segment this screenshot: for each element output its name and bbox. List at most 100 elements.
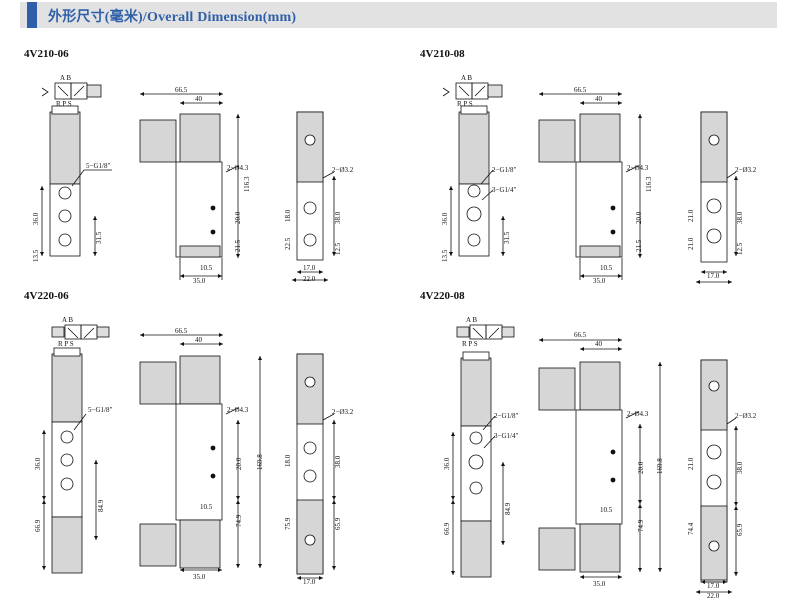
valve-symbol: A B R P S — [442, 74, 503, 108]
hole-label-4-3: 2−Ø4.3 — [227, 406, 249, 414]
port-label-ab: A B — [60, 74, 71, 82]
side-view — [139, 333, 262, 572]
dim-35: 35.0 — [193, 573, 206, 581]
end-dim-38: 38.0 — [736, 211, 744, 224]
front-view — [451, 351, 505, 578]
section-header: 外形尺寸(毫米)/Overall Dimension(mm) — [20, 2, 777, 28]
dim-66-5: 66.5 — [574, 331, 587, 339]
dim-169-8: 169.8 — [256, 454, 264, 470]
end-dim-22-5: 22.5 — [284, 237, 292, 250]
dim-36: 36.0 — [443, 457, 451, 470]
hole-label-4-3: 2−Ø4.3 — [627, 410, 649, 418]
dim-66-5: 66.5 — [175, 86, 188, 94]
port-label-rps: R P S — [58, 340, 74, 348]
side-view — [538, 338, 662, 579]
port-thread-label: 2−G1/8″ — [494, 412, 518, 420]
model-label-4v220-06: 4V220-06 — [24, 290, 69, 302]
port-thread-label-2: 3−G1/4″ — [494, 432, 518, 440]
dim-116-3: 116.3 — [243, 176, 251, 192]
end-view — [296, 353, 336, 580]
port-thread-label-2: 3−G1/4″ — [492, 186, 516, 194]
end-dim-65-9: 65.9 — [334, 517, 342, 530]
valve-symbol: A B R P S — [41, 74, 102, 108]
end-dim-17: 17.0 — [707, 272, 720, 280]
front-view — [449, 105, 505, 257]
dim-13-5: 13.5 — [32, 249, 40, 262]
port-thread-label: 5−G1/8″ — [86, 162, 110, 170]
end-dim-12-5: 12.5 — [736, 242, 744, 255]
port-label-rps: R P S — [457, 100, 473, 108]
dim-40: 40 — [595, 340, 603, 348]
end-dim-75-9: 75.9 — [284, 517, 292, 530]
dim-66-9: 66.9 — [443, 522, 451, 535]
port-label-ab: A B — [461, 74, 472, 82]
end-dim-12-5: 12.5 — [334, 242, 342, 255]
end-view — [696, 359, 738, 594]
end-dim-65-9: 65.9 — [736, 523, 744, 536]
dim-13-5: 13.5 — [441, 249, 449, 262]
dim-35: 35.0 — [193, 277, 206, 285]
port-label-ab: A B — [466, 316, 477, 324]
dim-36: 36.0 — [441, 212, 449, 225]
dim-40: 40 — [195, 95, 203, 103]
dim-84-9: 84.9 — [97, 499, 105, 512]
port-label-rps: R P S — [462, 340, 478, 348]
end-dim-38: 38.0 — [334, 211, 342, 224]
valve-symbol: A B R P S — [456, 316, 515, 348]
end-dim-74-4: 74.4 — [687, 522, 695, 535]
end-dim-22: 22.0 — [303, 275, 316, 283]
end-dim-38: 38.0 — [334, 455, 342, 468]
dim-21-5: 21.5 — [635, 239, 643, 252]
dim-10-5: 10.5 — [600, 506, 613, 514]
end-dim-21: 21.0 — [687, 209, 695, 222]
end-dim-18: 18.0 — [284, 209, 292, 222]
hole-label-3-2: 2−Ø3.2 — [735, 412, 757, 420]
dim-31-5: 31.5 — [503, 231, 511, 244]
end-dim-18: 18.0 — [284, 454, 292, 467]
dim-84-9: 84.9 — [504, 502, 512, 515]
model-label-4v220-08: 4V220-08 — [420, 290, 465, 302]
dim-40: 40 — [195, 336, 203, 344]
dim-169-8: 169.8 — [656, 458, 664, 474]
hole-label-3-2: 2−Ø3.2 — [332, 166, 354, 174]
dim-31-5: 31.5 — [95, 231, 103, 244]
end-dim-21: 21.0 — [687, 457, 695, 470]
end-dim-38: 38.0 — [736, 461, 744, 474]
header-accent-bar — [27, 2, 37, 28]
dim-116-5: 116.3 — [645, 176, 653, 192]
drawing-4v220-08: A B R P S 2−G1/8″ 3−G1/4″ 36.0 84.9 66.9 — [443, 316, 757, 600]
header-title: 外形尺寸(毫米)/Overall Dimension(mm) — [48, 10, 297, 25]
dim-74-9: 74.9 — [235, 514, 243, 527]
end-dim-17: 17.0 — [707, 582, 720, 590]
dim-20: 20.0 — [635, 211, 643, 224]
front-view — [42, 347, 98, 574]
dim-36: 36.0 — [32, 212, 40, 225]
end-dim-17: 17.0 — [303, 264, 316, 272]
hole-label-3-2: 2−Ø3.2 — [735, 166, 757, 174]
dim-74-9: 74.9 — [637, 519, 645, 532]
drawing-4v220-06: A B R P S 5−G1/8″ 36.0 84.9 66.9 — [34, 316, 354, 586]
port-label-ab: A B — [62, 316, 73, 324]
end-view — [696, 111, 738, 284]
dim-40: 40 — [595, 95, 603, 103]
dim-20: 20.0 — [235, 457, 243, 470]
end-dim-22: 22.0 — [707, 592, 720, 600]
dim-21-5: 21.5 — [234, 239, 242, 252]
model-label-4v210-06: 4V210-06 — [24, 48, 69, 60]
dim-10-5: 10.5 — [200, 503, 213, 511]
front-view — [40, 105, 112, 257]
dim-20: 20.0 — [234, 211, 242, 224]
dim-20: 20.0 — [637, 461, 645, 474]
valve-symbol: A B R P S — [51, 316, 110, 348]
port-label-rps: R P S — [56, 100, 72, 108]
dim-36: 36.0 — [34, 457, 42, 470]
port-thread-label: 2−G1/8″ — [492, 166, 516, 174]
model-label-4v210-08: 4V210-08 — [420, 48, 465, 60]
hole-label-4-3: 2−Ø4.3 — [627, 164, 649, 172]
side-view — [139, 92, 240, 280]
dim-66-5: 66.5 — [574, 86, 587, 94]
hole-label-4-3: 2−Ø4.3 — [227, 164, 249, 172]
dim-35: 35.0 — [593, 580, 606, 588]
dim-35: 35.0 — [593, 277, 606, 285]
